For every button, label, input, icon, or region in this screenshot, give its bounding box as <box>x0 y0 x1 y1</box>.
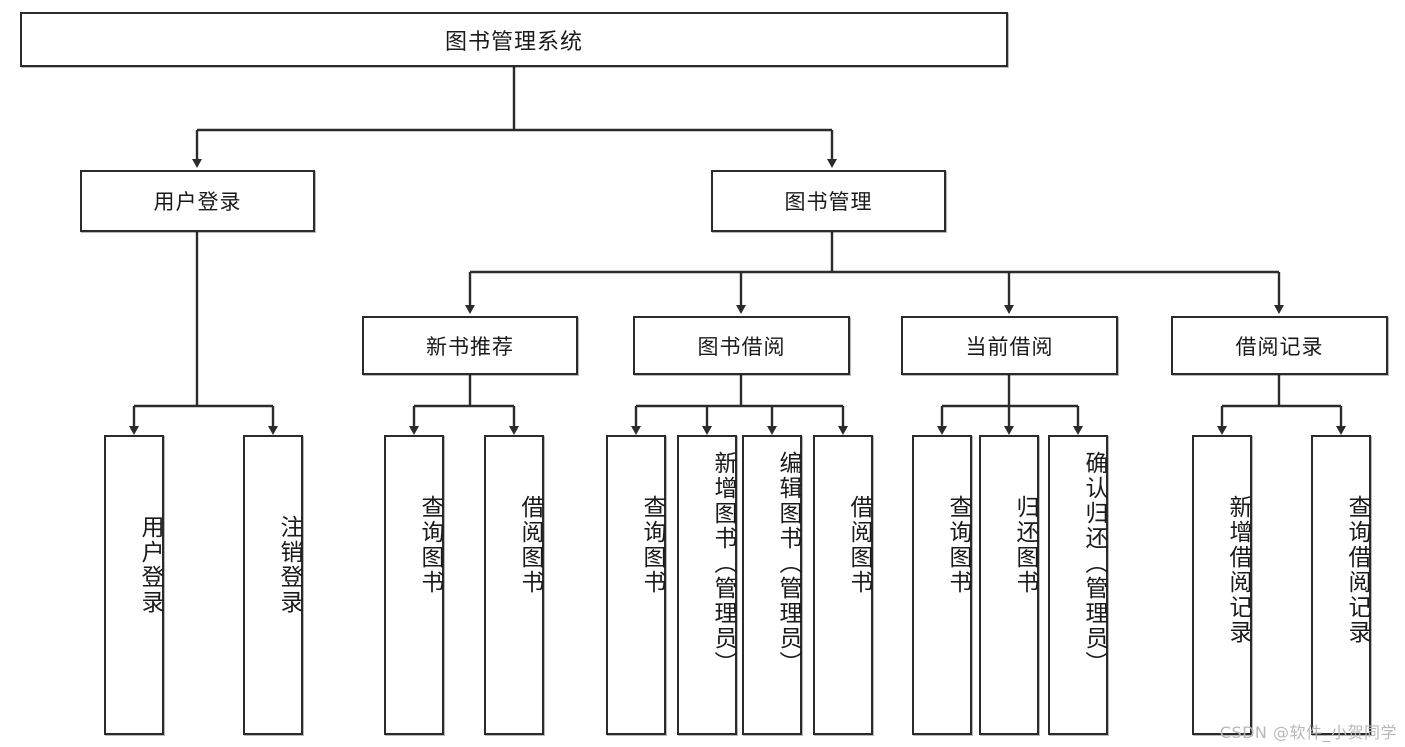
node-leaf-query-book-1[interactable]: 查询图书 <box>384 435 444 735</box>
node-leaf-query-book-2[interactable]: 查询图书 <box>606 435 666 735</box>
node-user-login-label: 用户登录 <box>153 190 242 214</box>
node-borrow-record[interactable]: 借阅记录 <box>1171 316 1388 375</box>
node-leaf-edit-book[interactable]: 编辑图书（管理员） <box>742 435 802 735</box>
node-leaf-confirm-return-label: 确认归还（管理员） <box>1081 451 1107 676</box>
node-leaf-borrow-book-1-label: 借阅图书 <box>517 495 543 595</box>
node-leaf-return-book-label: 归还图书 <box>1012 495 1038 595</box>
node-book-borrow-label: 图书借阅 <box>697 334 786 359</box>
node-leaf-add-record-label: 新增借阅记录 <box>1225 495 1251 645</box>
node-current-borrow[interactable]: 当前借阅 <box>901 316 1118 375</box>
node-leaf-borrow-book-2[interactable]: 借阅图书 <box>813 435 873 735</box>
node-leaf-borrow-book-1[interactable]: 借阅图书 <box>484 435 544 735</box>
node-new-book-rec[interactable]: 新书推荐 <box>362 316 578 375</box>
node-leaf-confirm-return[interactable]: 确认归还（管理员） <box>1048 435 1108 735</box>
node-user-login[interactable]: 用户登录 <box>80 170 315 232</box>
node-leaf-user-login-label: 用户登录 <box>137 515 163 615</box>
node-leaf-logout-login-label: 注销登录 <box>276 515 302 615</box>
node-new-book-rec-label: 新书推荐 <box>426 334 514 359</box>
node-leaf-query-book-1-label: 查询图书 <box>417 495 443 595</box>
node-book-borrow[interactable]: 图书借阅 <box>633 316 850 375</box>
node-leaf-logout-login[interactable]: 注销登录 <box>243 435 303 735</box>
node-leaf-query-record-label: 查询借阅记录 <box>1344 495 1370 645</box>
node-leaf-edit-book-label: 编辑图书（管理员） <box>775 451 801 676</box>
node-book-manage-label: 图书管理 <box>784 190 873 214</box>
node-leaf-query-record[interactable]: 查询借阅记录 <box>1311 435 1371 735</box>
node-borrow-record-label: 借阅记录 <box>1235 334 1324 359</box>
node-leaf-user-login[interactable]: 用户登录 <box>104 435 164 735</box>
node-leaf-add-book[interactable]: 新增图书（管理员） <box>677 435 737 735</box>
node-current-borrow-label: 当前借阅 <box>965 334 1054 359</box>
node-leaf-query-book-3-label: 查询图书 <box>945 495 971 595</box>
watermark-text: CSDN @软件_小贺同学 <box>1219 723 1397 742</box>
node-leaf-add-record[interactable]: 新增借阅记录 <box>1192 435 1252 735</box>
node-book-manage[interactable]: 图书管理 <box>711 170 946 232</box>
node-leaf-borrow-book-2-label: 借阅图书 <box>846 495 872 595</box>
node-root[interactable]: 图书管理系统 <box>20 12 1008 67</box>
node-leaf-query-book-3[interactable]: 查询图书 <box>912 435 972 735</box>
node-leaf-return-book[interactable]: 归还图书 <box>979 435 1039 735</box>
node-root-label: 图书管理系统 <box>444 29 583 55</box>
node-leaf-query-book-2-label: 查询图书 <box>639 495 665 595</box>
node-leaf-add-book-label: 新增图书（管理员） <box>710 451 736 676</box>
